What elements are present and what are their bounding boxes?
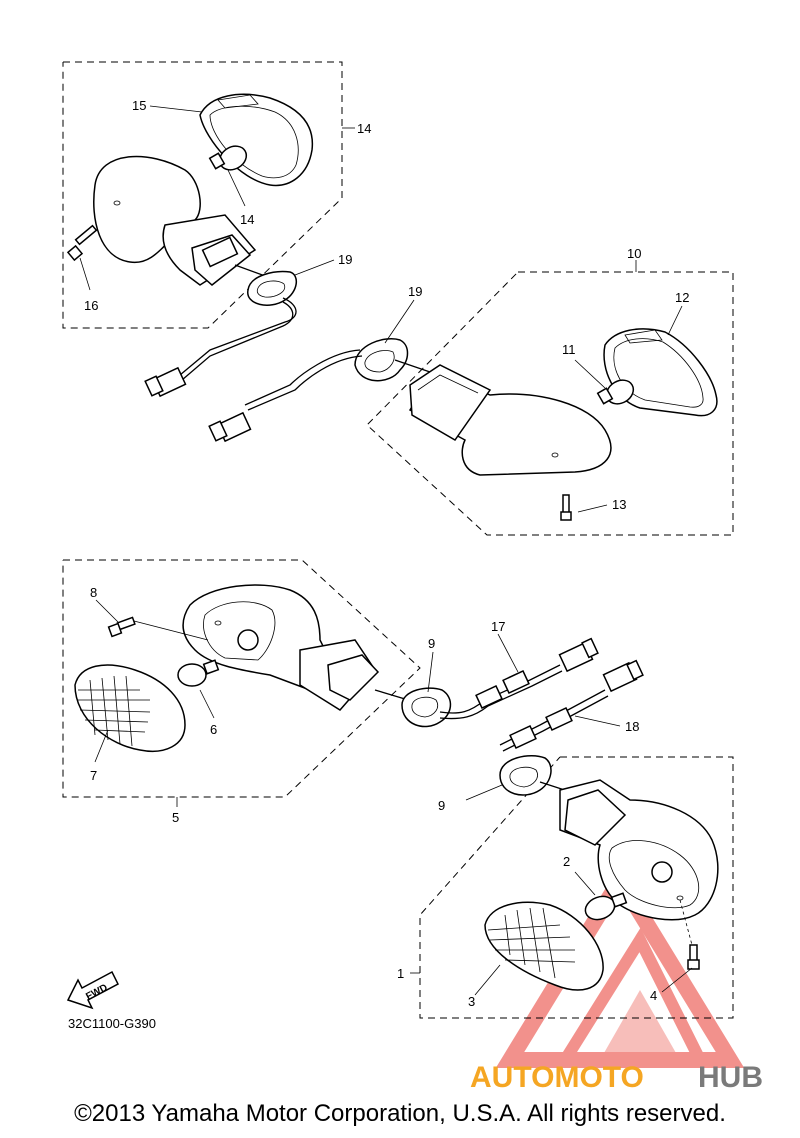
- logo-text-hub: HUB: [698, 1061, 763, 1094]
- callout-13: 13: [612, 497, 626, 512]
- group-1-front-right-flasher: [410, 754, 734, 1019]
- harness-14-lower: [499, 659, 644, 752]
- callout-2: 2: [563, 854, 570, 869]
- fwd-arrow-icon: FWD: [66, 970, 119, 1010]
- callout-7: 7: [90, 768, 97, 783]
- callout-10: 10: [627, 246, 641, 261]
- callout-18: 16: [84, 298, 98, 313]
- group-5-front-left-flasher: [62, 559, 426, 807]
- callout-14-lower: 18: [625, 719, 639, 734]
- callout-16: 14: [240, 212, 254, 227]
- copyright-notice: ©2013 Yamaha Motor Corporation, U.S.A. A…: [74, 1100, 726, 1127]
- callout-4: 4: [650, 988, 657, 1003]
- grommet-9-and-harness-14-upper: [401, 633, 599, 728]
- callout-14-upper: 17: [491, 619, 505, 634]
- group-15-boundary: [62, 61, 343, 329]
- callout-8: 8: [90, 585, 97, 600]
- callout-15: 14: [357, 121, 371, 136]
- callout-6: 6: [210, 722, 217, 737]
- callout-1: 1: [397, 966, 404, 981]
- callout-3: 3: [468, 994, 475, 1009]
- callout-12: 12: [675, 290, 689, 305]
- group-10-boundary: [366, 271, 734, 536]
- group-15-rear-left-flasher: [62, 61, 355, 398]
- diagram-code: 32C1100-G390: [68, 1016, 156, 1031]
- callout-9-upper: 9: [428, 636, 435, 651]
- callout-19-top-left: 19: [338, 252, 352, 267]
- group-5-boundary: [62, 559, 421, 798]
- callout-9-lower: 9: [438, 798, 445, 813]
- callout-11: 11: [562, 342, 576, 357]
- callout-5: 5: [172, 810, 179, 825]
- callout-19-top-right: 19: [408, 284, 422, 299]
- logo-text-auto: AUTOMOTO: [470, 1061, 644, 1094]
- group-10-rear-right-flasher: [208, 260, 734, 536]
- group-1-boundary: [419, 756, 734, 1019]
- callout-17: 15: [132, 98, 146, 113]
